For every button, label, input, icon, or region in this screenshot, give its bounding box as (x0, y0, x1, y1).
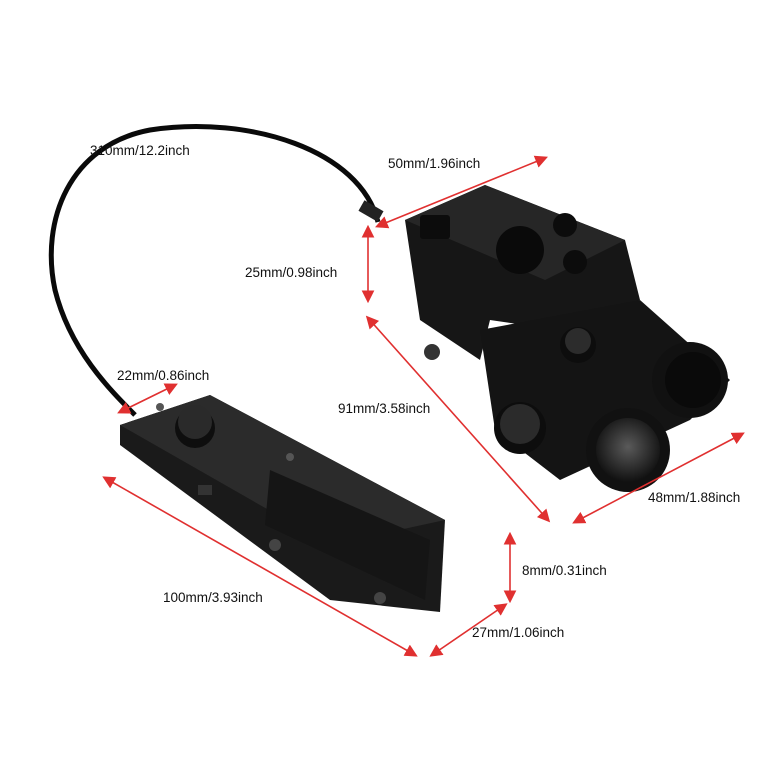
label-cable-length: 310mm/12.2inch (90, 143, 190, 158)
label-main-depth: 48mm/1.88inch (648, 490, 741, 505)
label-switch-width: 22mm/0.86inch (117, 368, 210, 383)
laser-unit (405, 185, 730, 492)
label-mount-length: 100mm/3.93inch (163, 590, 263, 605)
label-main-length: 91mm/3.58inch (338, 401, 431, 416)
arrow-main-depth (572, 432, 745, 524)
arrow-switch-width (117, 383, 178, 414)
arrow-mount-width (429, 603, 508, 657)
label-mount-width: 27mm/1.06inch (472, 625, 565, 640)
label-top-width: 50mm/1.96inch (388, 156, 481, 171)
label-mount-height: 8mm/0.31inch (522, 563, 607, 578)
dimension-arrows (102, 155, 745, 657)
arrow-mount-length (102, 476, 418, 657)
cable (48, 124, 381, 417)
label-height-main: 25mm/0.98inch (245, 265, 338, 280)
arrow-top-width (375, 155, 548, 229)
arrow-main-length (365, 315, 551, 523)
